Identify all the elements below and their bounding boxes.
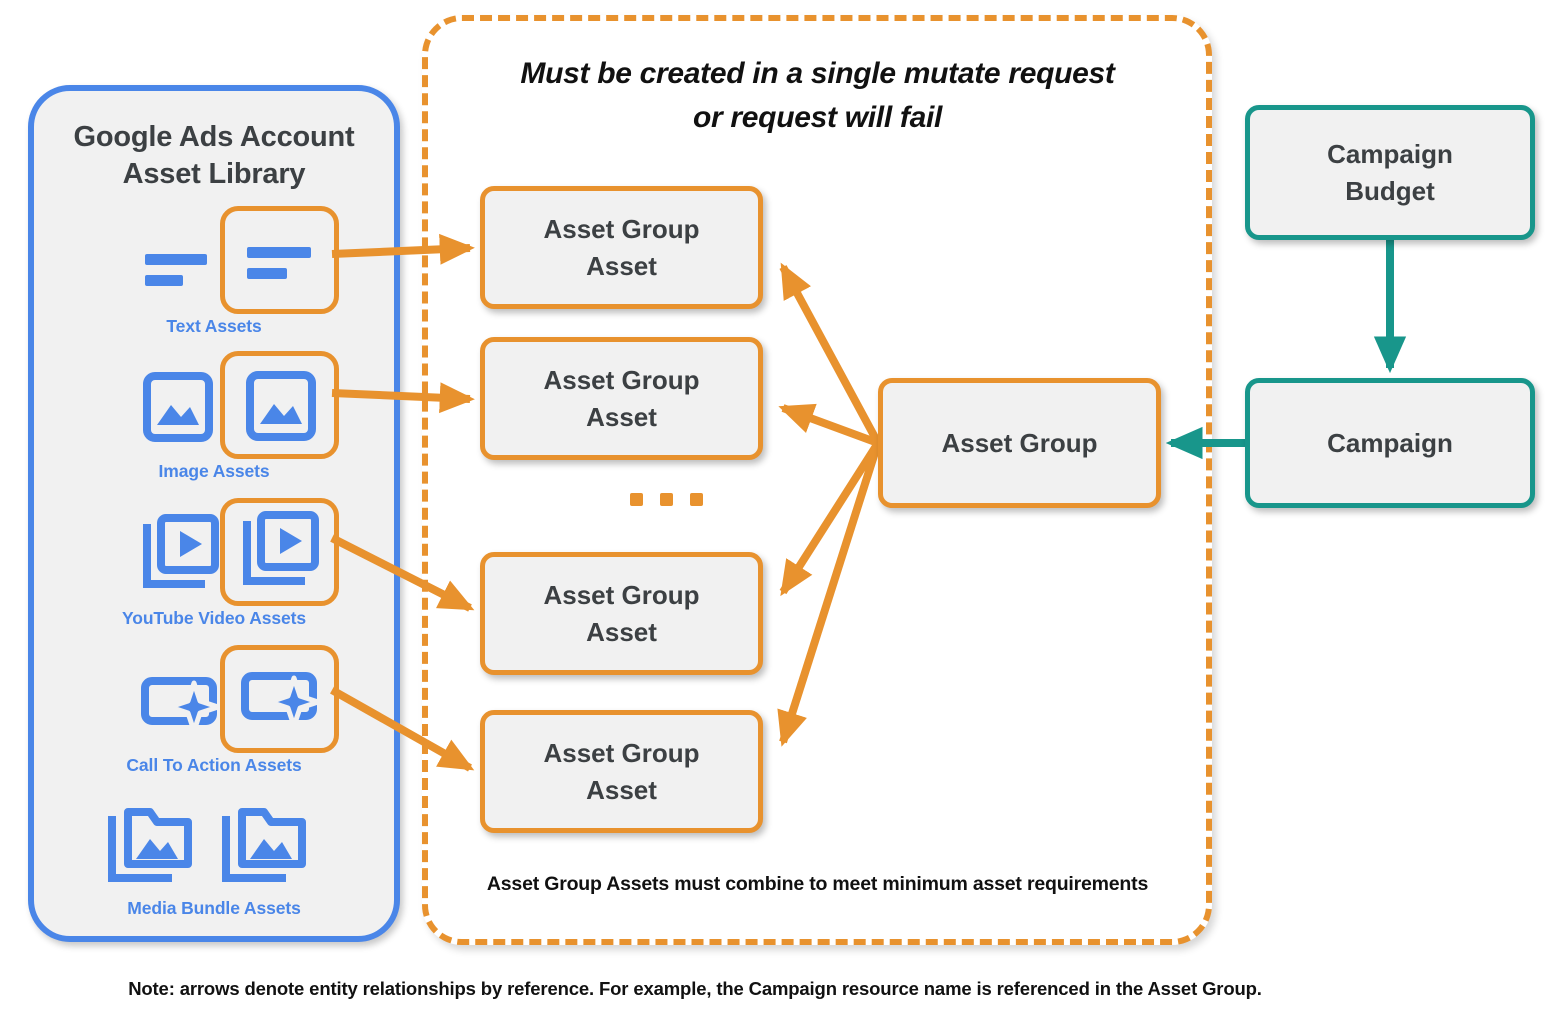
image-icon xyxy=(139,367,215,452)
asset-group-box[interactable]: Asset Group xyxy=(878,378,1161,508)
campaign-box[interactable]: Campaign xyxy=(1245,378,1535,508)
footer-note: Note: arrows denote entity relationships… xyxy=(128,978,1262,999)
asset-caption-media-bundle: Media Bundle Assets xyxy=(127,898,301,918)
image-icon-selected-frame[interactable] xyxy=(220,351,339,459)
asset-caption-image: Image Assets xyxy=(158,461,270,481)
ellipsis-indicator xyxy=(630,493,703,506)
library-title-line1: Google Ads Account xyxy=(73,121,355,153)
mutate-headline-line2: or request will fail xyxy=(692,100,943,134)
text-lines-icon xyxy=(246,247,311,279)
asset-row-cta: Call To Action Assets xyxy=(34,645,394,776)
video-stack-icon-selected-frame[interactable] xyxy=(220,498,339,606)
mutate-headline: Must be created in a single mutate reque… xyxy=(430,52,1205,139)
asset-group-label: Asset Group xyxy=(941,427,1098,458)
asset-icons-text xyxy=(34,206,394,314)
ellipsis-dot xyxy=(630,493,643,506)
call-to-action-sparkle-icon xyxy=(139,671,221,742)
asset-row-text: Text Assets xyxy=(34,206,394,337)
call-to-action-sparkle-icon-selected-frame[interactable] xyxy=(220,645,339,753)
asset-icons-media-bundle xyxy=(34,800,394,892)
mutate-headline-line1: Must be created in a single mutate reque… xyxy=(520,57,1115,90)
google-ads-asset-library-panel: Google Ads Account Asset Library xyxy=(28,85,400,942)
campaign-label: Campaign xyxy=(1327,427,1453,458)
asset-caption-video: YouTube Video Assets xyxy=(121,608,307,628)
library-title-line2: Asset Library xyxy=(122,157,306,190)
asset-caption-text: Text Assets xyxy=(166,316,262,336)
asset-row-image: Image Assets xyxy=(34,351,394,482)
asset-row-video: YouTube Video Assets xyxy=(34,498,394,629)
asset-icons-image xyxy=(34,351,394,459)
call-to-action-sparkle-icon xyxy=(240,672,320,729)
library-title: Google Ads Account Asset Library xyxy=(34,119,394,193)
media-bundle-folder-icon xyxy=(220,804,312,897)
video-stack-icon xyxy=(242,511,319,585)
ellipsis-dot xyxy=(660,493,673,506)
ellipsis-dot xyxy=(690,493,703,506)
asset-icons-cta xyxy=(34,645,394,753)
asset-row-media-bundle: Media Bundle Assets xyxy=(34,800,394,919)
asset-icons-video xyxy=(34,498,394,606)
text-lines-icon xyxy=(139,214,215,315)
combine-requirements-note: Asset Group Assets must combine to meet … xyxy=(486,873,1149,895)
asset-caption-cta: Call To Action Assets xyxy=(126,755,302,775)
media-bundle-folder-icon xyxy=(106,804,198,897)
image-icon xyxy=(245,371,316,441)
video-stack-icon xyxy=(139,514,221,603)
text-lines-icon-selected-frame[interactable] xyxy=(220,206,339,314)
